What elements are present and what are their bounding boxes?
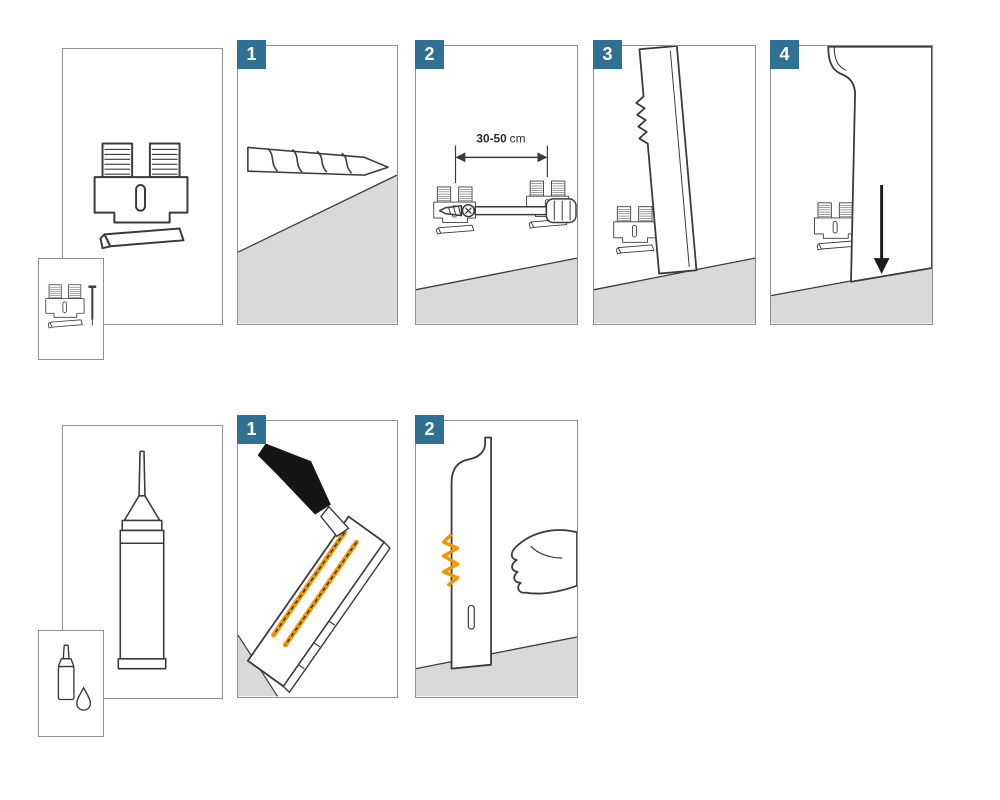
step-badge: 4 xyxy=(770,40,799,69)
floor xyxy=(771,265,932,324)
clip-and-screw-icon xyxy=(45,284,97,329)
adhesive-beads xyxy=(271,529,359,648)
legend-inset-adhesive xyxy=(38,630,104,737)
step-panel-clip-1: 1 xyxy=(237,40,398,325)
skirting-board xyxy=(827,46,932,283)
screw-icon xyxy=(88,285,97,326)
step-badge: 1 xyxy=(237,40,266,69)
adhesive-tube-icon xyxy=(57,644,92,711)
cartridge-icon xyxy=(117,450,167,670)
screw-and-screwdriver-icon xyxy=(438,198,577,224)
floor xyxy=(238,175,397,324)
adhesive-squiggle xyxy=(441,533,460,588)
step-badge: 2 xyxy=(415,40,444,69)
skirting-board-back xyxy=(246,515,391,694)
drill-bit-icon xyxy=(247,146,389,176)
floor xyxy=(238,635,278,697)
applicator-tool-icon xyxy=(257,443,350,538)
step-panel-clip-4: 4 xyxy=(770,40,933,325)
adhesive-cartridge-illustration xyxy=(117,450,167,670)
down-arrow-icon xyxy=(873,185,890,274)
press-board-illustration xyxy=(416,436,577,697)
step-panel-clip-3: 3 xyxy=(593,40,756,325)
step-badge: 2 xyxy=(415,415,444,444)
hand-icon xyxy=(510,529,577,595)
floor xyxy=(416,258,577,324)
step-panel-adhesive-1: 1 xyxy=(237,415,398,698)
apply-adhesive-illustration xyxy=(238,443,391,697)
clip xyxy=(613,206,656,255)
step-badge: 1 xyxy=(237,415,266,444)
step-badge: 3 xyxy=(593,40,622,69)
step-panel-adhesive-2: 2 xyxy=(415,415,578,698)
drill-illustration xyxy=(238,146,397,324)
droplet-icon xyxy=(76,686,92,711)
legend-inset-clip xyxy=(38,258,104,360)
skirting-board xyxy=(635,46,698,275)
mounting-clip xyxy=(93,142,189,250)
hook-board-illustration xyxy=(594,46,755,324)
clip xyxy=(814,202,857,251)
skirting-board xyxy=(450,436,492,670)
clip-icon xyxy=(45,284,85,329)
floor xyxy=(594,258,755,324)
slide-down-illustration xyxy=(771,46,932,324)
tube-icon xyxy=(57,644,75,701)
floor xyxy=(416,637,577,697)
dimension-annotation xyxy=(454,145,548,184)
